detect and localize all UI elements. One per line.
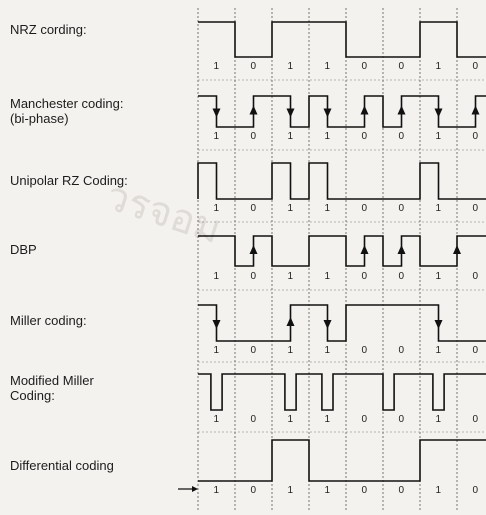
up-arrow [398,106,406,115]
bit-label: 0 [251,61,257,72]
bit-label: 0 [399,485,405,496]
bit-label: 0 [473,203,479,214]
bit-label: 0 [362,345,368,356]
bit-label: 0 [362,131,368,142]
down-arrow [324,109,332,118]
up-arrow [287,317,295,326]
bit-label: 1 [325,131,331,142]
up-arrow [453,245,461,254]
bit-label: 0 [399,414,405,425]
bit-label: 1 [325,203,331,214]
bit-label: 1 [436,271,442,282]
differential-waveform [198,440,486,481]
bit-label: 0 [251,414,257,425]
bit-label: 0 [251,131,257,142]
bit-label: 1 [214,203,220,214]
bit-label: 0 [362,414,368,425]
unipolar-rz-waveform [198,163,486,199]
bit-label: 0 [362,61,368,72]
bit-label: 1 [288,131,294,142]
bit-label: 0 [362,203,368,214]
bit-label: 1 [436,203,442,214]
bit-label: 0 [251,485,257,496]
bit-label: 1 [288,485,294,496]
bit-label: 0 [251,271,257,282]
bit-label: 1 [325,485,331,496]
bit-label: 1 [214,271,220,282]
down-arrow [435,109,443,118]
up-arrow [398,245,406,254]
input-arrow-head [192,486,198,492]
bit-label: 0 [399,203,405,214]
up-arrow [472,106,480,115]
manchester-waveform [198,96,486,127]
down-arrow [324,320,332,329]
bit-label: 0 [473,61,479,72]
bit-label: 0 [399,345,405,356]
bit-label: 0 [251,203,257,214]
up-arrow [250,106,258,115]
bit-label: 0 [362,271,368,282]
bit-label: 1 [325,414,331,425]
bit-label: 0 [473,131,479,142]
bit-label: 0 [399,131,405,142]
bit-label: 1 [288,203,294,214]
bit-label: 1 [325,345,331,356]
bit-label: 1 [436,485,442,496]
bit-label: 1 [325,271,331,282]
bit-label: 1 [288,271,294,282]
down-arrow [435,320,443,329]
bit-label: 1 [288,61,294,72]
up-arrow [361,245,369,254]
bit-label: 1 [288,414,294,425]
up-arrow [250,245,258,254]
bit-label: 1 [214,414,220,425]
bit-label: 1 [436,131,442,142]
bit-label: 1 [214,61,220,72]
down-arrow [213,320,221,329]
bit-label: 0 [473,414,479,425]
bit-label: 0 [362,485,368,496]
nrz-waveform [198,22,486,57]
down-arrow [213,109,221,118]
bit-label: 1 [288,345,294,356]
bit-label: 0 [251,345,257,356]
bit-label: 0 [473,485,479,496]
up-arrow [361,106,369,115]
dbp-waveform [198,236,486,266]
bit-label: 0 [399,271,405,282]
bit-label: 1 [436,61,442,72]
miller-waveform [198,305,486,341]
bit-label: 1 [214,345,220,356]
bit-label: 1 [214,131,220,142]
bit-label: 1 [325,61,331,72]
down-arrow [287,109,295,118]
bit-label: 0 [473,345,479,356]
bit-label: 0 [473,271,479,282]
bit-label: 1 [214,485,220,496]
modified-miller-waveform [198,374,486,410]
bit-label: 1 [436,414,442,425]
bit-label: 0 [399,61,405,72]
bit-label: 1 [436,345,442,356]
